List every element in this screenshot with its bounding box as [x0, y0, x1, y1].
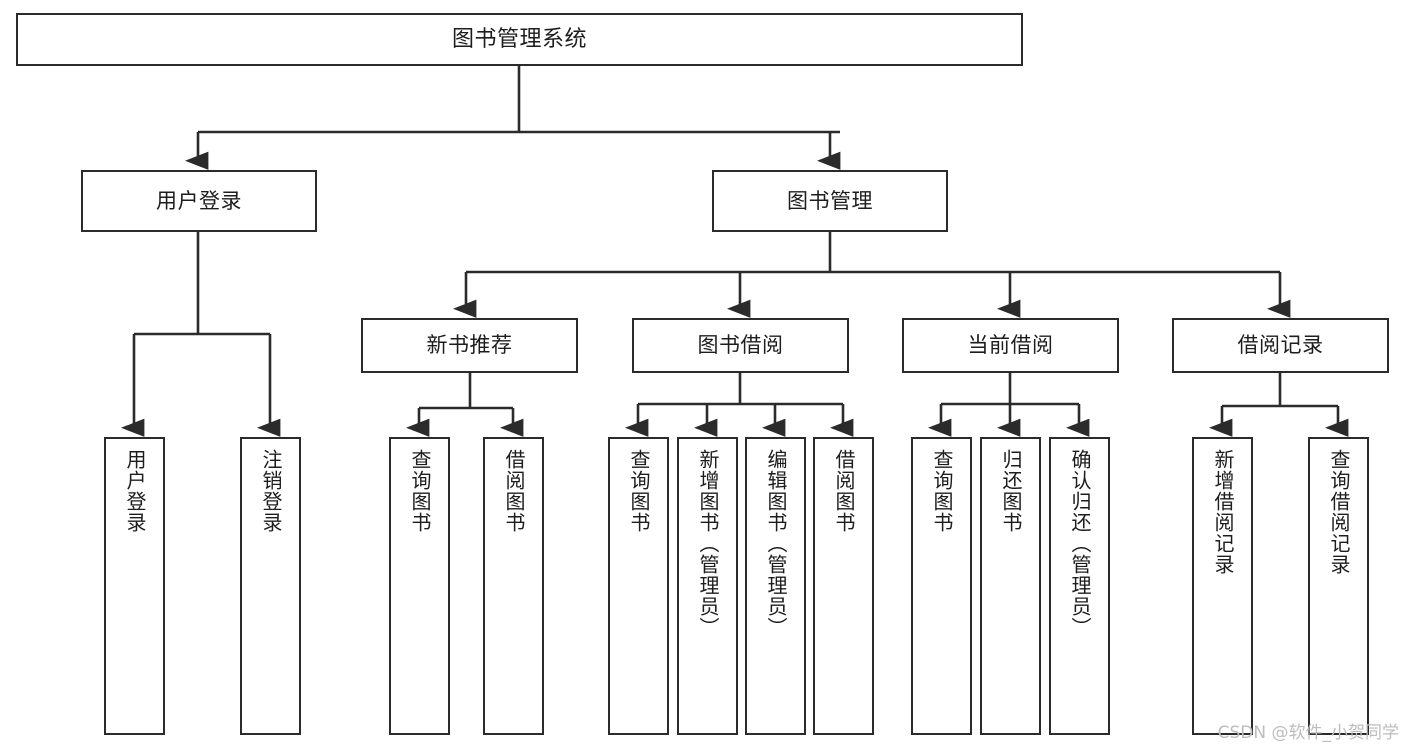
leaf-user-login-label: 用户登录: [123, 449, 147, 533]
leaf-edit-book-label: 编辑图书（管理员）: [764, 449, 788, 638]
node-borrow-record[interactable]: 借阅记录: [1172, 318, 1389, 373]
leaf-borrow-book-1[interactable]: 借阅图书: [483, 437, 544, 735]
leaf-logout-login-label: 注销登录: [259, 449, 283, 533]
leaf-logout-login[interactable]: 注销登录: [240, 437, 301, 735]
leaf-query-record-label: 查询借阅记录: [1327, 449, 1351, 575]
leaf-query-book-3-label: 查询图书: [930, 449, 954, 533]
leaf-return-book-label: 归还图书: [999, 449, 1023, 533]
leaf-borrow-book-1-label: 借阅图书: [502, 449, 526, 533]
leaf-add-book[interactable]: 新增图书（管理员）: [677, 437, 738, 735]
leaf-confirm-return[interactable]: 确认归还（管理员）: [1049, 437, 1110, 735]
node-new-book-recommend-label: 新书推荐: [426, 333, 513, 358]
leaf-borrow-book-2[interactable]: 借阅图书: [813, 437, 874, 735]
leaf-query-book-2[interactable]: 查询图书: [608, 437, 669, 735]
leaf-query-book-1[interactable]: 查询图书: [389, 437, 450, 735]
node-current-borrow-label: 当前借阅: [967, 333, 1054, 358]
leaf-add-record-label: 新增借阅记录: [1211, 449, 1235, 575]
node-book-borrow[interactable]: 图书借阅: [632, 318, 849, 373]
leaf-add-book-label: 新增图书（管理员）: [696, 449, 720, 638]
node-root[interactable]: 图书管理系统: [16, 13, 1023, 66]
leaf-query-book-1-label: 查询图书: [408, 449, 432, 533]
leaf-query-book-2-label: 查询图书: [627, 449, 651, 533]
node-book-manage-label: 图书管理: [787, 188, 873, 213]
csdn-watermark: CSDN @软件_小贺同学: [1217, 723, 1399, 743]
node-new-book-recommend[interactable]: 新书推荐: [361, 318, 578, 373]
leaf-borrow-book-2-label: 借阅图书: [832, 449, 856, 533]
node-book-borrow-label: 图书借阅: [697, 333, 784, 358]
leaf-confirm-return-label: 确认归还（管理员）: [1068, 449, 1092, 638]
node-book-manage[interactable]: 图书管理: [712, 170, 948, 232]
node-root-label: 图书管理系统: [451, 26, 587, 52]
leaf-edit-book[interactable]: 编辑图书（管理员）: [745, 437, 806, 735]
leaf-query-record[interactable]: 查询借阅记录: [1308, 437, 1369, 735]
node-borrow-record-label: 借阅记录: [1237, 333, 1324, 358]
node-user-login-label: 用户登录: [156, 188, 242, 213]
node-user-login[interactable]: 用户登录: [81, 170, 317, 232]
leaf-query-book-3[interactable]: 查询图书: [911, 437, 972, 735]
leaf-user-login[interactable]: 用户登录: [104, 437, 165, 735]
leaf-add-record[interactable]: 新增借阅记录: [1192, 437, 1253, 735]
node-current-borrow[interactable]: 当前借阅: [902, 318, 1119, 373]
leaf-return-book[interactable]: 归还图书: [980, 437, 1041, 735]
